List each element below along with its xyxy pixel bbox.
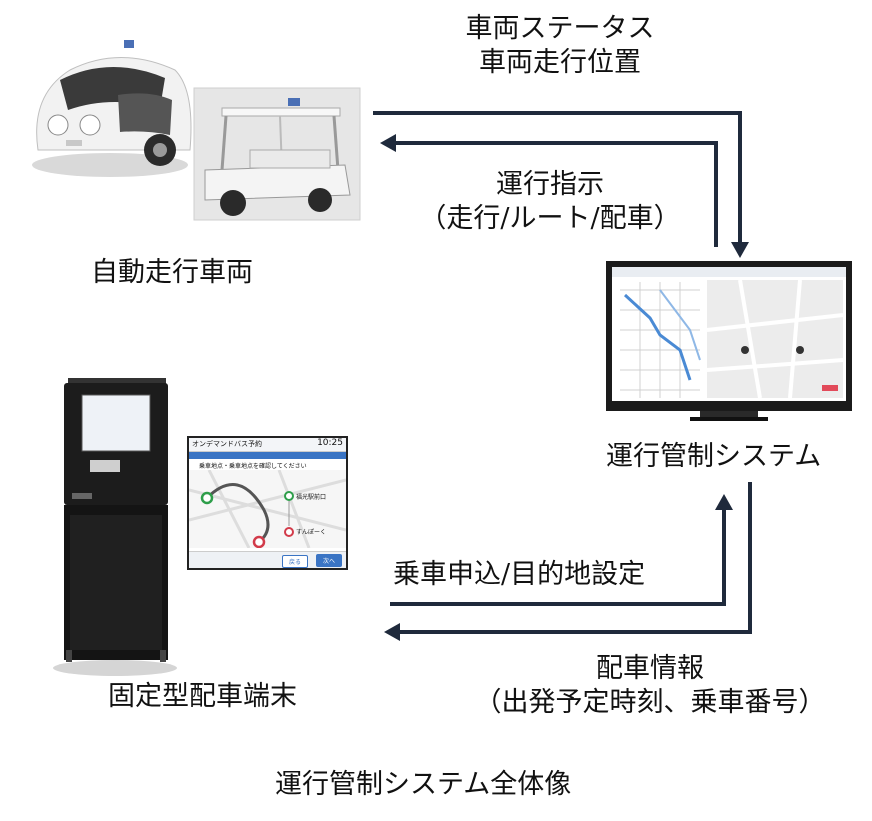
kiosk-screen-header: オンデマンドバス予約	[192, 440, 262, 448]
kiosk-screen-enlarged: オンデマンドバス予約 10:25 乗車地点・乗車地点を確認してください 福光駅前…	[187, 436, 348, 570]
vehicle-status-label: 車両ステータス 車両走行位置	[410, 12, 710, 80]
arrow-dispatch-info	[396, 482, 752, 634]
dispatch-info-line1: 配車情報	[596, 653, 704, 684]
dispatch-info-line2: （出発予定時刻、乗車番号）	[474, 686, 826, 718]
kiosk-screen-next-button[interactable]: 次へ	[315, 554, 342, 567]
dispatch-info-label: 配車情報 （出発予定時刻、乗車番号）	[470, 652, 830, 720]
operation-instruction-line1: 運行指示	[496, 169, 604, 200]
arrow-operation-instruction	[392, 141, 718, 247]
kiosk-screen-from-stop: 福光駅前口	[296, 494, 327, 501]
pod-car-image	[32, 40, 192, 177]
control-system-label: 運行管制システム	[606, 441, 822, 472]
kiosk-label: 固定型配車端末	[108, 681, 297, 712]
operation-instruction-line2: （走行/ルート/配車）	[419, 202, 681, 234]
operation-instruction-label: 運行指示 （走行/ルート/配車）	[400, 168, 700, 236]
kiosk-device-image	[53, 378, 177, 676]
diagram-caption: 運行管制システム全体像	[275, 769, 572, 800]
arrow-vehicle-status	[373, 111, 742, 247]
vehicle-status-line2: 車両走行位置	[479, 46, 641, 78]
autonomous-vehicle-label: 自動走行車両	[91, 257, 253, 288]
kiosk-screen-time: 10:25	[317, 438, 343, 448]
kiosk-screen-back-button[interactable]: 戻る	[282, 555, 309, 568]
kiosk-screen-instruction: 乗車地点・乗車地点を確認してください	[199, 463, 307, 470]
ride-request-label: 乗車申込/目的地設定	[393, 559, 646, 590]
monitor-image	[606, 261, 852, 421]
kiosk-screen-to-stop: すんぽーく	[296, 529, 327, 536]
vehicle-status-line1: 車両ステータス	[465, 13, 655, 44]
arrow-ride-request	[390, 505, 726, 606]
golf-cart-image	[193, 87, 361, 221]
kiosk-screen-map	[189, 470, 346, 548]
